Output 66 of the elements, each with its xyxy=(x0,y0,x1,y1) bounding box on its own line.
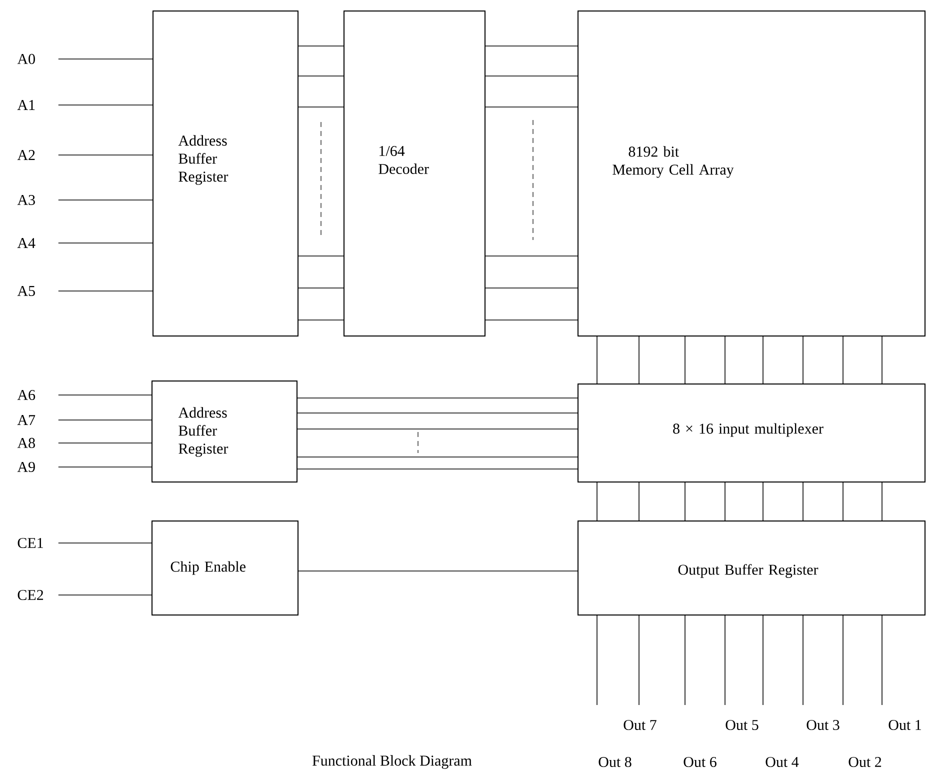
block-box: Address Buffer Register xyxy=(152,10,298,336)
signal-line xyxy=(684,482,686,522)
signal-line xyxy=(58,466,152,468)
signal-line xyxy=(298,106,344,108)
signal-line xyxy=(802,482,804,522)
signal-line xyxy=(58,394,152,396)
signal-line xyxy=(296,428,578,430)
output-label: Out 2 xyxy=(848,756,882,768)
signal-line xyxy=(58,290,154,292)
output-label: Out 3 xyxy=(806,720,840,730)
pin-label: A7 xyxy=(17,415,36,425)
pin-label: A5 xyxy=(17,286,35,296)
signal-line xyxy=(596,614,598,706)
caption: Functional Block Diagram xyxy=(312,755,472,769)
signal-line xyxy=(802,336,804,384)
block-box: Chip Enable xyxy=(152,520,298,616)
signal-line xyxy=(802,614,804,706)
block-box: 8 × 16 input multiplexer xyxy=(578,384,926,482)
pin-label: A3 xyxy=(17,194,35,206)
signal-line xyxy=(762,482,764,522)
pin-label: A2 xyxy=(17,150,35,160)
signal-line xyxy=(684,614,686,706)
signal-line xyxy=(596,336,598,384)
block-box: Address Buffer Register xyxy=(152,380,298,482)
signal-line xyxy=(842,482,844,522)
output-label: Out 1 xyxy=(888,720,921,730)
pin-label: CE2 xyxy=(18,590,44,600)
pin-label: A1 xyxy=(17,100,35,110)
signal-line xyxy=(638,482,640,522)
output-label: Out 7 xyxy=(624,720,656,730)
pin-label: A6 xyxy=(17,390,36,400)
signal-line xyxy=(842,336,844,384)
signal-line xyxy=(842,614,844,706)
output-label: Out 8 xyxy=(598,756,632,768)
signal-line xyxy=(724,482,726,522)
signal-line xyxy=(298,570,578,572)
signal-line xyxy=(58,594,152,596)
pin-label: A0 xyxy=(17,54,35,64)
signal-line xyxy=(296,412,578,414)
block-box: 8192 bit Memory Cell Array xyxy=(578,10,926,336)
signal-line xyxy=(58,242,154,244)
pin-label: A4 xyxy=(17,238,36,248)
output-label: Out 5 xyxy=(726,720,758,730)
signal-line xyxy=(762,336,764,384)
signal-line xyxy=(762,614,764,706)
signal-line xyxy=(58,442,152,444)
signal-line xyxy=(484,106,578,108)
signal-line xyxy=(58,542,152,544)
block-box: Output Buffer Register xyxy=(578,520,926,616)
pin-label: CE1 xyxy=(18,538,43,548)
signal-line xyxy=(724,336,726,384)
signal-line xyxy=(596,482,598,522)
signal-line xyxy=(296,456,578,458)
signal-line xyxy=(58,104,154,106)
output-label: Out 4 xyxy=(766,756,799,768)
output-label: Out 6 xyxy=(684,756,716,768)
signal-line xyxy=(724,614,726,706)
signal-line xyxy=(638,336,640,384)
block-box: 1/64 Decoder xyxy=(344,10,486,336)
pin-label: A8 xyxy=(17,438,35,448)
signal-line xyxy=(638,614,640,706)
pin-label: A9 xyxy=(17,462,35,472)
signal-line xyxy=(684,336,686,384)
signal-line xyxy=(58,58,154,60)
signal-line xyxy=(296,468,578,470)
signal-line xyxy=(58,154,154,156)
